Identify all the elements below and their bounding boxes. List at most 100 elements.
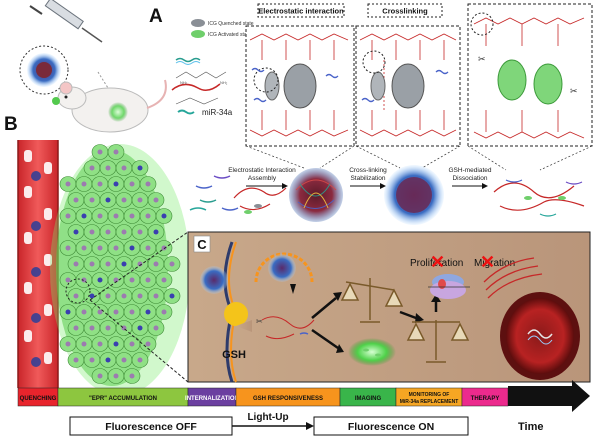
cell-nucleus [129, 213, 135, 219]
cell-nucleus [73, 357, 79, 363]
cell-nucleus [81, 181, 87, 187]
cell-nucleus [97, 245, 103, 251]
cell-nucleus [161, 309, 167, 315]
cell-nucleus [113, 373, 119, 379]
scissors-icon-2: ✂ [570, 86, 578, 96]
cell-nucleus [105, 357, 111, 363]
cell-nucleus [121, 229, 127, 235]
cell-nucleus [97, 309, 103, 315]
scissors-icon: ✂ [478, 54, 486, 64]
fluorescence-on-label: Fluorescence ON [348, 421, 434, 433]
cell-nucleus [65, 213, 71, 219]
panel-b-label: B [4, 114, 18, 135]
dissociated-components [493, 179, 585, 217]
cell-nucleus [89, 325, 95, 331]
cell-nucleus [137, 325, 143, 331]
cell-nucleus [113, 149, 119, 155]
timeline-label: MiR-34a REPLACEMENT [400, 399, 459, 405]
cell-nucleus [105, 165, 111, 171]
cell-nucleus [169, 261, 175, 267]
cell-nucleus [97, 341, 103, 347]
icg-quenched-icon [191, 19, 205, 27]
cell-nucleus [153, 197, 159, 203]
migration-label: Migration [474, 258, 515, 269]
cell-nucleus [137, 357, 143, 363]
leader-lines [245, 145, 593, 171]
mirna-icon [177, 109, 195, 115]
cell-nucleus [81, 245, 87, 251]
cell-nucleus [121, 293, 127, 299]
mrna-strands [483, 257, 543, 299]
cell-nucleus [97, 373, 103, 379]
cell-nucleus [145, 277, 151, 283]
cell-nucleus [89, 165, 95, 171]
timeline-label: INTERNALIZATION [185, 396, 239, 402]
svg-text:NH₂: NH₂ [180, 80, 188, 85]
np-endosome [268, 254, 296, 282]
zoom-circle [65, 278, 91, 304]
cell-nucleus [121, 197, 127, 203]
timeline-label: IMAGING [355, 396, 382, 402]
cell-nucleus [89, 229, 95, 235]
polymer-structure: NH₂ NH₂ [175, 71, 228, 105]
cell-nucleus [73, 325, 79, 331]
cell-nucleus [145, 341, 151, 347]
cell-nucleus [81, 309, 87, 315]
cell-nucleus [113, 309, 119, 315]
cell-nucleus [105, 293, 111, 299]
cell-nucleus [65, 277, 71, 283]
cell-nucleus [153, 229, 159, 235]
dissociation-label-line2: Dissociation [452, 175, 487, 182]
cell-nucleus [113, 341, 119, 347]
cell-nucleus [89, 261, 95, 267]
timeline-label: MONITORING OF [409, 392, 450, 398]
cell-nucleus [65, 309, 71, 315]
cell-nucleus [145, 181, 151, 187]
fluorescence-off-label: Fluorescence OFF [105, 421, 197, 433]
cell-nucleus [137, 229, 143, 235]
cell-nucleus [161, 277, 167, 283]
cell-nucleus [145, 309, 151, 315]
legend: ICG Quenched state ICG Activated state m… [171, 19, 254, 117]
cell-nucleus [169, 293, 175, 299]
panel-c: C GSH ✂ [89, 231, 591, 383]
cell-nucleus [105, 325, 111, 331]
cell-nucleus [89, 197, 95, 203]
imaging-glow [348, 338, 396, 366]
cell-nucleus [89, 357, 95, 363]
cell-nucleus [129, 341, 135, 347]
np-internalizing [200, 266, 228, 294]
cell-nucleus [121, 165, 127, 171]
cell-nucleus [121, 261, 127, 267]
cell-nucleus [105, 197, 111, 203]
cell-nucleus [73, 229, 79, 235]
light-up-label: Light-Up [247, 412, 288, 423]
cell-nucleus [137, 197, 143, 203]
cell-nucleus [161, 213, 167, 219]
cell-nucleus [129, 309, 135, 315]
cell-nucleus [105, 261, 111, 267]
syringe-illustration [29, 0, 103, 43]
svg-text:NH₂: NH₂ [220, 80, 228, 85]
cell-nucleus [97, 277, 103, 283]
cancer-cell-icon [500, 292, 580, 380]
cell-nucleus [113, 277, 119, 283]
x-mark-icon: ✕ [430, 252, 445, 272]
cell-nucleus [153, 261, 159, 267]
cell-nucleus [65, 181, 71, 187]
assembly-row: Electrostatic Interaction Assembly Cross… [189, 165, 585, 225]
cell-nucleus [113, 245, 119, 251]
fluorescence-on-box [313, 416, 469, 436]
tumor-cells [59, 144, 181, 384]
panel-c-label: C [197, 237, 207, 252]
assembly-label-line1: Electrostatic Interaction [228, 167, 296, 174]
crosslinking-title: Crosslinking [382, 7, 428, 16]
time-label: Time [518, 421, 543, 433]
cell-nucleus [97, 213, 103, 219]
cell-nucleus [145, 245, 151, 251]
gsh-pacman-icon [224, 302, 249, 326]
electrostatic-box: Electrostatic interaction [245, 3, 355, 147]
arrow-to-balance [311, 297, 337, 319]
crosslinking-box: Crosslinking [355, 3, 461, 147]
